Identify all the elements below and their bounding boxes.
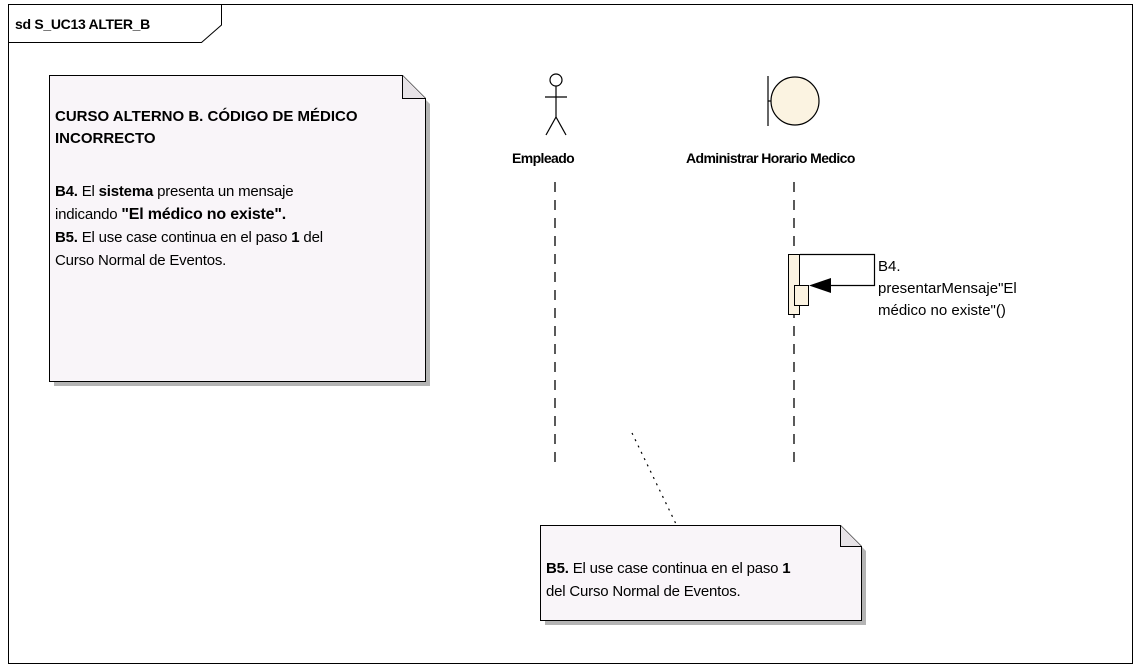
note-bottom-line1: B5. El use case continua en el paso 1 [546,557,791,580]
note-main-title: CURSO ALTERNO B. CÓDIGO DE MÉDICO INCORR… [55,106,358,150]
activation-bar-nested [794,285,809,306]
note-main-b4-bold1: sistema [98,183,154,200]
note-bottom-text1: El use case continua en el paso [568,560,783,577]
note-main-b5-text2: del [299,229,323,246]
note-main-b4-text2: presenta un mensaje [153,183,294,200]
boundary-icon [767,76,820,126]
actor-icon [545,73,567,136]
message-label-line1: B4. [878,258,901,275]
note-main-b5-text1: El use case continua en el paso [77,229,292,246]
message-label: B4. presentarMensaje"El médico no existe… [878,256,1017,322]
frame-label: sd S_UC13 ALTER_B [15,16,150,32]
frame-label-tab [8,4,222,43]
message-label-line2: presentarMensaje"El [878,280,1017,297]
note-bottom-code: B5. [546,560,569,577]
self-message-line [800,253,876,287]
note-main-body: B4. El sistema presenta un mensaje indic… [55,180,323,272]
note-main-line-b5: B5. El use case continua en el paso 1 de… [55,226,323,249]
note-bottom-body: B5. El use case continua en el paso 1 de… [546,557,791,603]
boundary-label: Administrar Horario Medico [686,150,855,166]
note-main-line-b4: B4. El sistema presenta un mensaje [55,180,323,203]
note-main [49,75,426,382]
note-main-b4-text1: El [77,183,99,200]
message-label-line3: médico no existe"() [878,302,1006,319]
self-message-arrowhead [809,278,831,293]
note-main-b5-code: B5. [55,229,78,246]
note-main-b5-bold: 1 [291,229,300,246]
note-main-title-line2: INCORRECTO [55,130,156,147]
actor-label: Empleado [512,150,575,166]
note-bottom [540,525,862,621]
note-main-b4-bold2: "El médico no existe". [121,206,286,223]
note-main-b4-text3: indicando [55,206,122,223]
note-main-fold [402,75,426,99]
note-anchor-line [631,432,677,525]
activation-bar [788,254,800,315]
note-bottom-fold [840,525,862,547]
note-bottom-line2: del Curso Normal de Eventos. [546,583,741,600]
note-main-title-line1: CURSO ALTERNO B. CÓDIGO DE MÉDICO [55,108,358,125]
note-bottom-bold: 1 [782,560,791,577]
note-main-line-curso: Curso Normal de Eventos. [55,252,227,269]
note-main-b4-code: B4. [55,183,78,200]
note-main-line-indicando: indicando "El médico no existe". [55,203,323,226]
